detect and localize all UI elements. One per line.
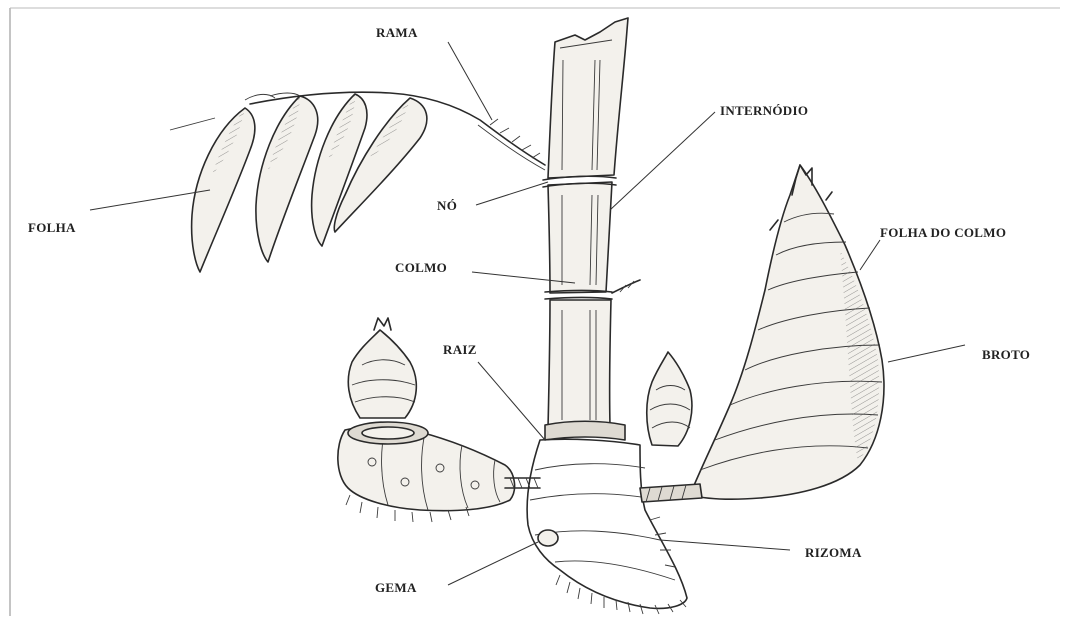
label-rama: RAMA <box>376 25 418 40</box>
leader-internodio <box>610 112 715 210</box>
label-broto: BROTO <box>982 347 1030 362</box>
leader-broto <box>888 345 965 362</box>
label-raiz: RAIZ <box>443 342 477 357</box>
label-folha: FOLHA <box>28 220 76 235</box>
leader-rama <box>448 42 492 120</box>
label-internodio: INTERNÓDIO <box>720 103 808 118</box>
label-colmo: COLMO <box>395 260 447 275</box>
leader-gema <box>448 542 538 585</box>
small-bud-shoot <box>647 352 692 446</box>
rhizome-base <box>527 439 687 614</box>
branch-with-leaves <box>170 92 545 272</box>
large-shoot <box>640 165 884 502</box>
leader-folha-do-colmo <box>860 240 880 270</box>
leader-raiz <box>478 362 545 440</box>
label-folha-do-colmo: FOLHA DO COLMO <box>880 225 1006 240</box>
labels: RAMA INTERNÓDIO NÓ FOLHA FOLHA DO COLMO … <box>28 25 1030 595</box>
leader-rizoma <box>660 540 790 550</box>
label-gema: GEMA <box>375 580 417 595</box>
leader-no <box>476 182 548 205</box>
left-rhizome <box>338 318 540 522</box>
label-rizoma: RIZOMA <box>805 545 862 560</box>
culm <box>543 18 640 440</box>
label-no: NÓ <box>437 198 457 213</box>
